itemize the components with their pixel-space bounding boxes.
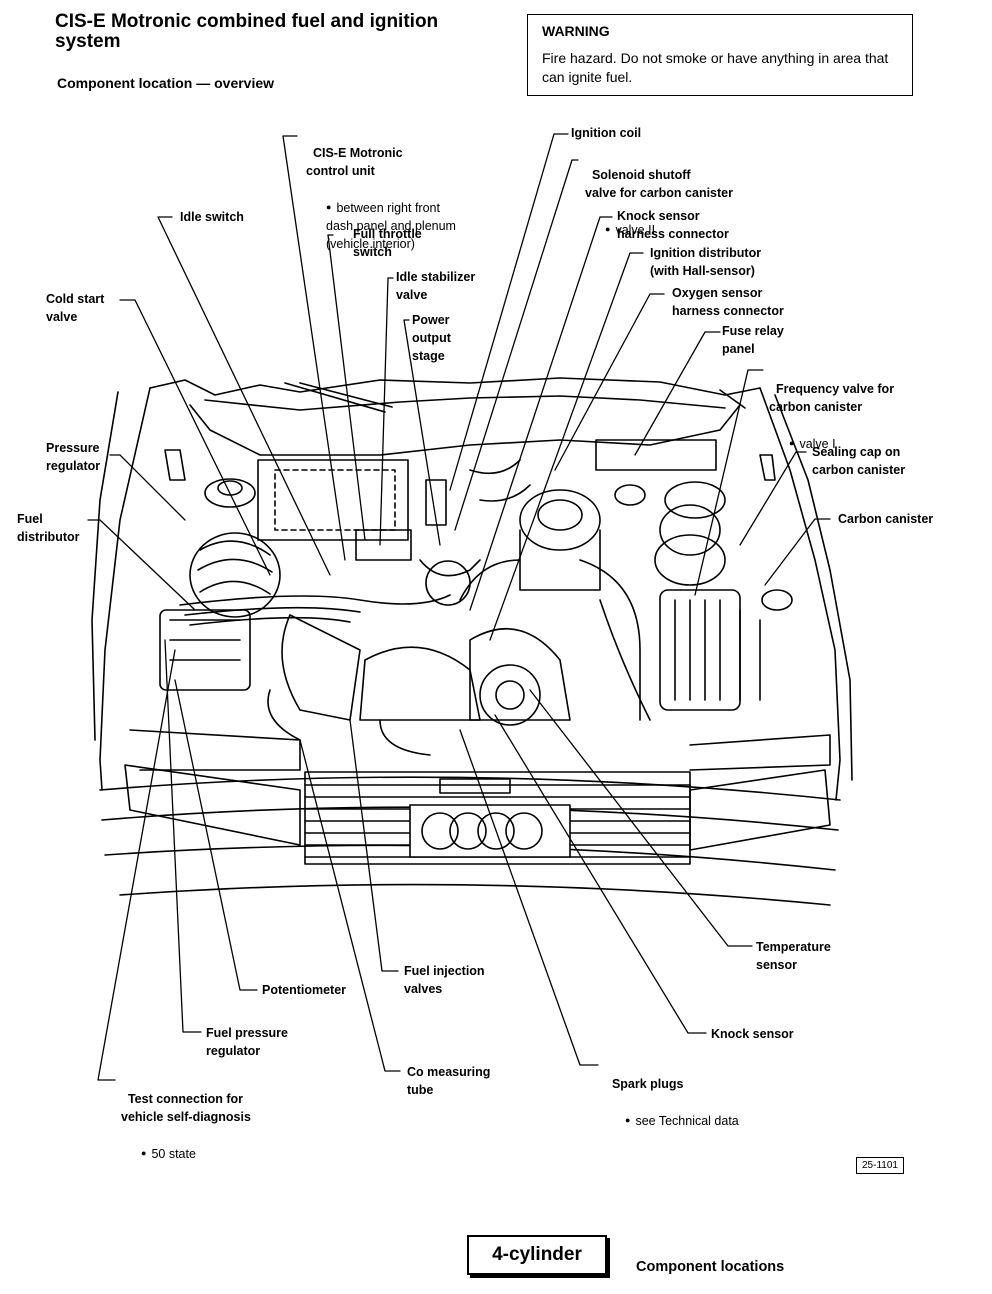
label-pressure-regulator: Pressure regulator [46, 441, 101, 473]
label-frequency-text: Frequency valve for carbon canister [769, 382, 895, 414]
body-outline [91, 377, 853, 801]
label-ignition-coil: Ignition coil [571, 126, 642, 140]
label-fuel-pressure-regulator: Fuel pressure regulator [206, 1026, 288, 1058]
label-fuse-relay-panel: Fuse relay panel [722, 324, 784, 356]
label-spark-plugs-note: see Technical data [625, 1111, 738, 1130]
label-solenoid-text: Solenoid shutoff valve for carbon canist… [585, 168, 733, 200]
warning-heading: WARNING [542, 23, 610, 39]
label-test-connection-note: 50 state [141, 1144, 251, 1163]
label-sealing-cap: Sealing cap on carbon canister [812, 445, 906, 477]
engine-components [159, 439, 793, 756]
label-frequency-valve: Frequency valve for carbon canister valv… [769, 362, 894, 471]
label-test-connection-text: Test connection for vehicle self-diagnos… [121, 1092, 251, 1124]
label-test-connection: Test connection for vehicle self-diagnos… [121, 1072, 251, 1181]
label-spark-plugs-text: Spark plugs [611, 1077, 684, 1091]
page-title: CIS-E Motronic combined fuel and ignitio… [55, 11, 439, 52]
label-control-unit: CIS-E Motronic control unit between righ… [306, 126, 456, 271]
figure-number: 25-1101 [856, 1157, 904, 1174]
label-potentiometer: Potentiometer [262, 983, 347, 997]
label-control-unit-note: between right front dash panel and plenu… [326, 198, 456, 253]
label-idle-stabilizer-valve: Idle stabilizer valve [396, 270, 476, 302]
page-subtitle: Component location — overview [57, 75, 275, 91]
label-co-measuring-tube: Co measuring tube [407, 1065, 491, 1097]
label-control-unit-text: CIS-E Motronic control unit [306, 146, 403, 178]
label-fuel-injection-valves: Fuel injection valves [404, 964, 485, 996]
label-full-throttle-switch: Full throttle switch [353, 227, 422, 259]
label-idle-switch: Idle switch [180, 210, 244, 224]
label-knock-sensor-connector: Knock sensor harness connector [617, 209, 729, 241]
label-frequency-note: valve I [789, 434, 894, 453]
label-cold-start-valve: Cold start valve [46, 292, 105, 324]
label-carbon-canister: Carbon canister [838, 512, 934, 526]
warning-text: Fire hazard. Do not smoke or have anythi… [542, 50, 889, 85]
label-knock-sensor: Knock sensor [711, 1027, 794, 1041]
label-solenoid-note: valve II [605, 220, 733, 239]
label-solenoid-shutoff-valve: Solenoid shutoff valve for carbon canist… [585, 148, 733, 257]
section-name: Component locations [636, 1259, 785, 1275]
label-spark-plugs: Spark plugs see Technical data [605, 1057, 739, 1148]
cylinder-tag: 4-cylinder [467, 1235, 607, 1275]
label-fuel-distributor: Fuel distributor [17, 512, 80, 544]
label-power-output-stage: Power output stage [412, 313, 451, 363]
label-temperature-sensor: Temperature sensor [756, 940, 831, 972]
leader-lines [87, 133, 831, 1081]
label-ignition-distributor: Ignition distributor (with Hall-sensor) [650, 246, 762, 278]
warning-box: WARNING Fire hazard. Do not smoke or hav… [527, 14, 913, 96]
label-oxygen-sensor-connector: Oxygen sensor harness connector [672, 286, 784, 318]
